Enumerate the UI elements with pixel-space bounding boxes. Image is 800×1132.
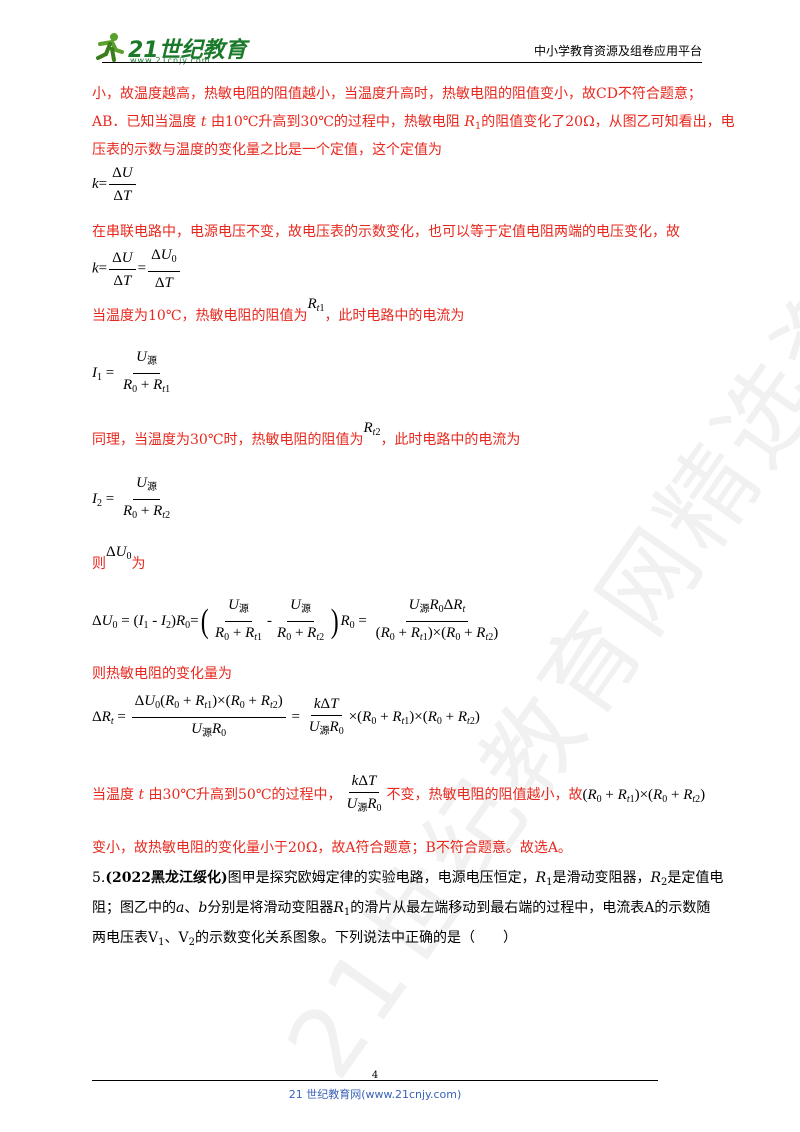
p5-part-a: 当温度为10℃，热敏电阻的阻值为 [92, 308, 308, 324]
q5-l3-b: 、V [164, 930, 189, 946]
header-right-text: 中小学教育资源及组卷应用平台 [533, 44, 702, 58]
footer-rule [92, 1080, 658, 1081]
q5-l2-d: 的滑片从最左端移动到最右端的过程中，电流表A的示数随 [350, 900, 711, 916]
q5-l2-c: 分别是将滑动变阻器 [207, 900, 334, 916]
footer: 4 21 世纪教育网(www.21cnjy.com) [92, 1070, 658, 1110]
q5-l1-c: 是定值电 [667, 870, 724, 886]
paragraph-8: 则热敏电阻的变化量为 [92, 666, 232, 682]
p7-part-b: 为 [131, 556, 146, 572]
formula-delta-rt: ΔRt = ΔU0(R0 + Rt1)×(R0 + Rt2)U源R0 = kΔT… [92, 693, 480, 739]
paragraph-2: AB．已知当温度 t 由10℃升高到30℃的过程中，热敏电阻 R1的阻值变化了2… [92, 114, 735, 132]
q5-l2-a: 阻；图乙中的 [92, 900, 176, 916]
q5-l1-b: 是滑动变阻器， [552, 870, 651, 886]
paragraph-5: 当温度为10℃，热敏电阻的阻值为Rt1，此时电路中的电流为 [92, 296, 465, 324]
question-5-line-1: 5.(2022黑龙江绥化)图甲是探究欧姆定律的实验电路，电源电压恒定，R1是滑动… [92, 870, 724, 888]
p2-part-b: 由10℃升高到30℃的过程中，热敏电阻 [210, 114, 460, 130]
paragraph-1: 小，故温度越高，热敏电阻的阻值越小，当温度升高时，热敏电阻的阻值变小，故CD不符… [92, 86, 702, 102]
q5-l1-a: 图甲是探究欧姆定律的实验电路，电源电压恒定， [227, 870, 536, 886]
header: 21世纪教育 www.21cnjy.com 中小学教育资源及组卷应用平台 [92, 30, 702, 70]
q5-l3-a: 两电压表V [92, 930, 159, 946]
question-5-line-3: 两电压表V1、V2的示数变化关系图象。下列说法中正确的是（ ） [92, 930, 517, 948]
p7-part-a: 则 [92, 556, 106, 572]
p6-part-b: ，此时电路中的电流为 [380, 432, 521, 448]
logo-url: www.21cnjy.com [130, 56, 211, 65]
q5-l3-c: 的示数变化关系图象。下列说法中正确的是（ ） [195, 930, 517, 946]
question-number: 5. [92, 870, 106, 886]
paragraph-6: 同理，当温度为30℃时，热敏电阻的阻值为Rt2，此时电路中的电流为 [92, 420, 521, 448]
logo-text: 21世纪教育 [128, 38, 247, 63]
footer-text: 21 世纪教育网(www.21cnjy.com) [288, 1088, 462, 1101]
paragraph-7: 则ΔU0为 [92, 544, 146, 572]
paragraph-10: 变小，故热敏电阻的变化量小于20Ω，故A符合题意；B不符合题意。故选A。 [92, 840, 572, 856]
p2-part-c: 的阻值变化了20Ω，从图乙可知看出，电 [481, 114, 735, 130]
question-5-line-2: 阻；图乙中的a、b分别是将滑动变阻器R1的滑片从最左端移动到最右端的过程中，电流… [92, 900, 711, 918]
paragraph-3: 压表的示数与温度的变化量之比是一个定值，这个定值为 [92, 142, 442, 158]
p9-part-a: 当温度 [92, 787, 134, 803]
paragraph-4: 在串联电路中，电源电压不变，故电压表的示数变化，也可以等于定值电阻两端的电压变化… [92, 224, 680, 240]
p9-part-b: 由30℃升高到50℃的过程中， [148, 787, 342, 803]
question-source: (2022黑龙江绥化) [105, 870, 228, 886]
page-number: 4 [371, 1070, 379, 1081]
logo: 21世纪教育 www.21cnjy.com [92, 30, 252, 66]
runner-icon [96, 33, 124, 62]
p9-part-c: 不变，热敏电阻的阻值越小，故 [386, 787, 583, 803]
header-rule [102, 62, 702, 63]
p2-part-a: AB．已知当温度 [92, 114, 197, 130]
p6-part-a: 同理，当温度为30℃时，热敏电阻的阻值为 [92, 432, 364, 448]
p5-part-b: ，此时电路中的电流为 [324, 308, 465, 324]
q5-l2-b: 、 [184, 900, 199, 916]
